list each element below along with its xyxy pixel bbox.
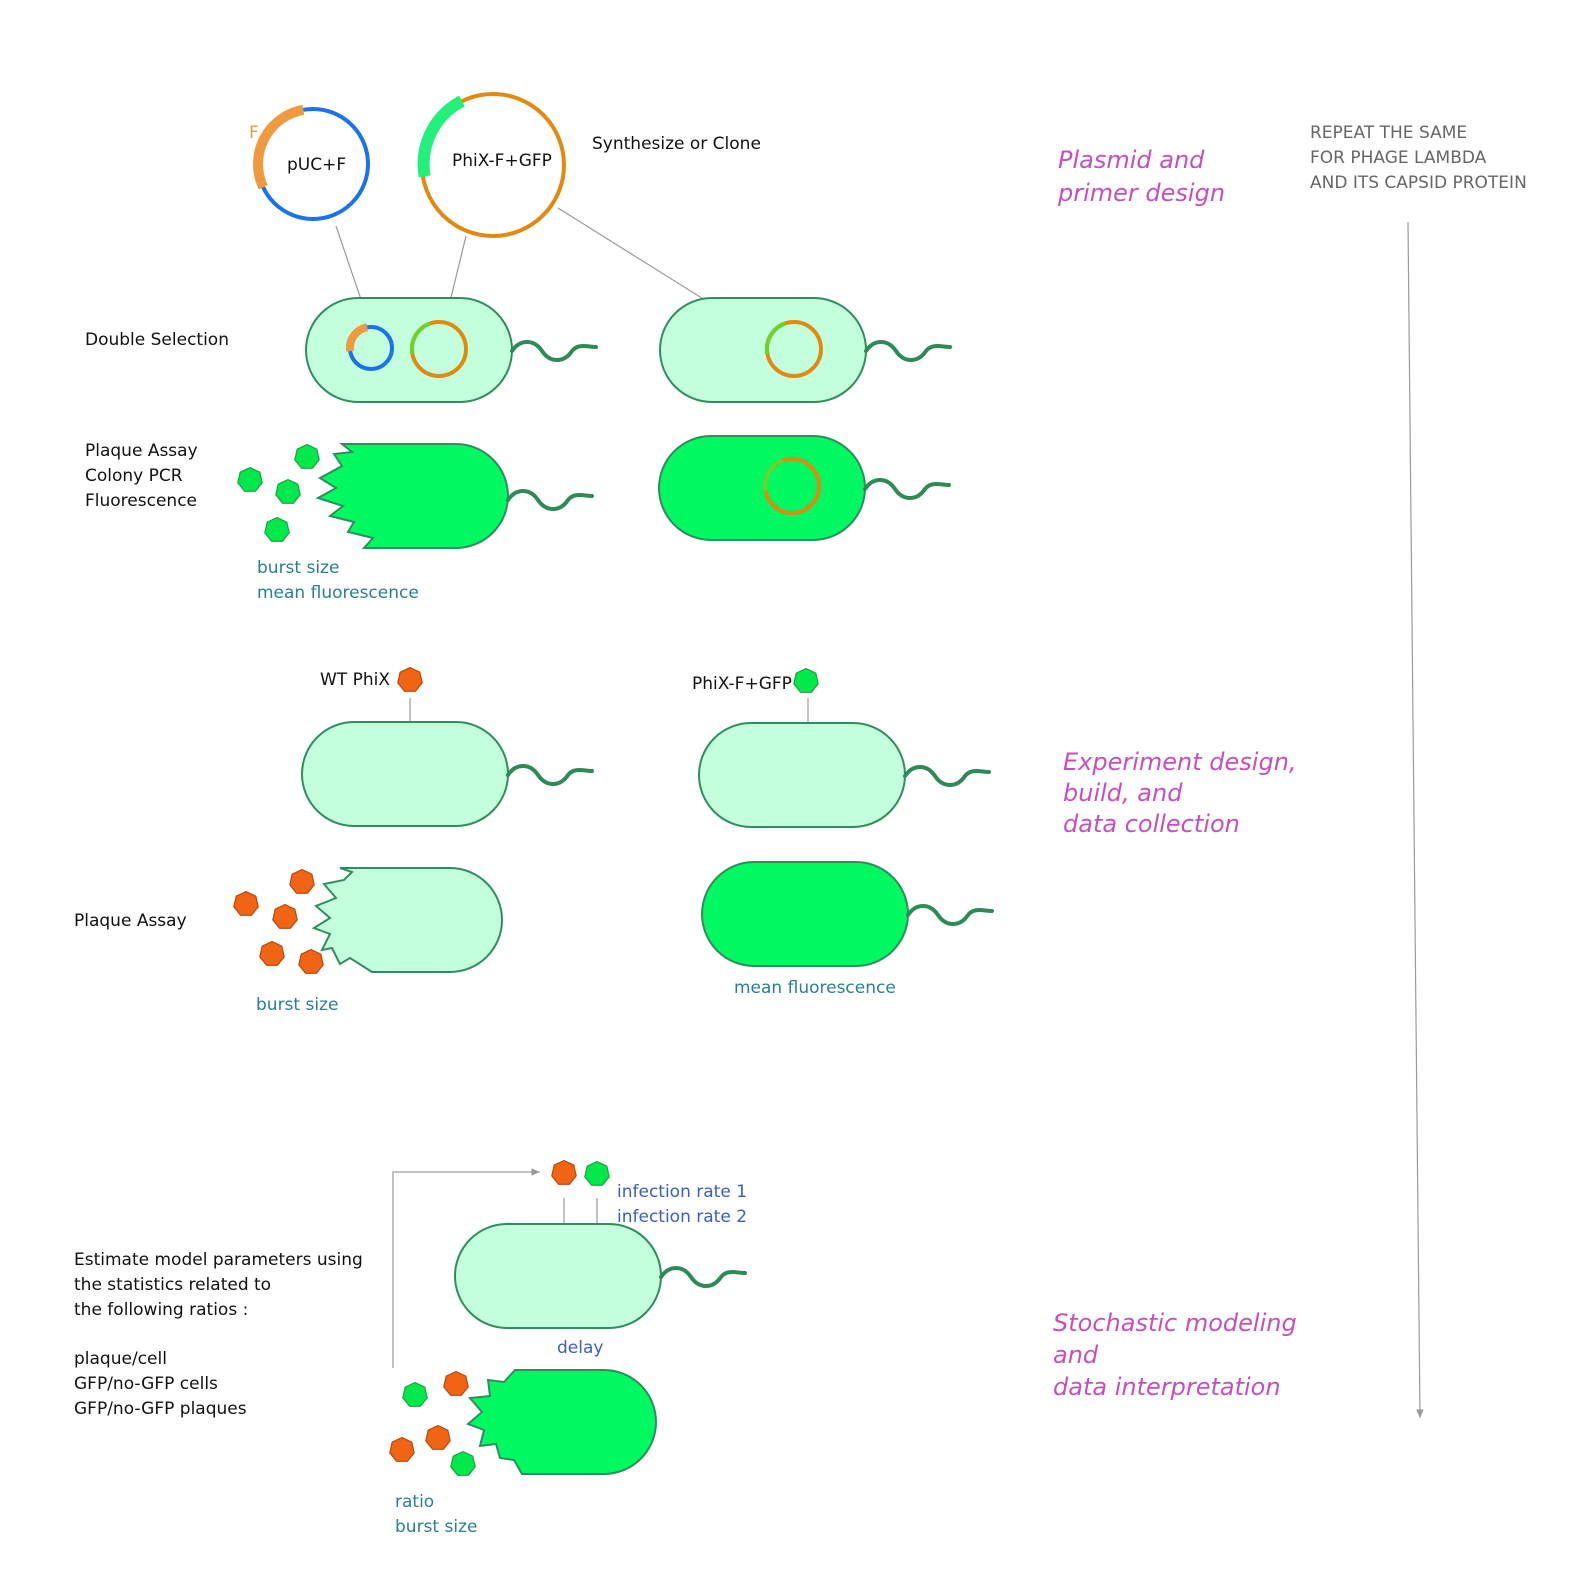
timeline-arrow xyxy=(1407,221,1424,1419)
lysed-cell-model xyxy=(466,1369,657,1475)
puc-label: pUC+F xyxy=(287,155,346,175)
gfp-segment-icon xyxy=(764,321,786,355)
puc-plasmid: F pUC+F xyxy=(249,104,370,221)
f-segment-icon xyxy=(345,323,369,352)
phage-icon xyxy=(402,1381,428,1407)
bacterium-cell-icon xyxy=(466,1369,657,1475)
cell-double-plasmid xyxy=(305,297,598,403)
phix-label: PhiX-F+GFP xyxy=(452,151,552,171)
phage-icon xyxy=(397,666,423,692)
stage-modeling: Stochastic modeling and data interpretat… xyxy=(1053,1309,1304,1401)
phage-icon xyxy=(443,1370,469,1396)
flagellum-icon xyxy=(864,340,952,362)
wt-phix-label: WT PhiX xyxy=(320,670,390,690)
bacterium-cell-icon xyxy=(305,297,513,403)
flagellum-icon xyxy=(510,340,598,362)
final-measurements: ratio burst size xyxy=(395,1492,477,1537)
phage-icon xyxy=(294,443,320,469)
phage-icon xyxy=(551,1159,577,1185)
infection-rates: infection rate 1 infection rate 2 xyxy=(617,1182,752,1227)
f-segment-icon xyxy=(253,104,305,190)
plaque-assay-label: Plaque Assay xyxy=(74,911,187,931)
gfp-segment-icon xyxy=(762,458,784,492)
phage-icon xyxy=(264,516,290,542)
host-cell-gfp xyxy=(698,722,991,828)
phage-icon xyxy=(450,1450,476,1476)
gfp-mean-fluorescence: mean fluorescence xyxy=(734,978,896,998)
bacterium-cell-icon xyxy=(698,722,906,828)
flagellum-icon xyxy=(906,904,994,926)
bacterium-cell-icon xyxy=(301,721,509,827)
puc-marker: F xyxy=(249,123,259,143)
phage-icon xyxy=(275,478,301,504)
phage-icon xyxy=(272,903,298,929)
gfp-segment-icon xyxy=(417,95,465,178)
phage-icon xyxy=(389,1436,415,1462)
phage-icon xyxy=(233,890,259,916)
bacterium-cell-icon xyxy=(658,435,866,541)
phage-icon xyxy=(298,948,324,974)
infecting-phages xyxy=(551,1159,610,1186)
flagellum-icon xyxy=(506,489,594,511)
bacterium-cell-icon xyxy=(659,297,867,403)
phage-icon xyxy=(289,868,315,894)
gfp-segment-icon xyxy=(409,321,431,355)
phage-icon xyxy=(397,666,423,692)
released-phages-wt xyxy=(233,868,324,974)
flagellum-icon xyxy=(659,1266,747,1288)
ratio-list: plaque/cell GFP/no-GFP cells GFP/no-GFP … xyxy=(74,1349,247,1419)
top-measurements: burst size mean fluorescence xyxy=(257,558,419,603)
gfp-phix-label: PhiX-F+GFP xyxy=(692,674,792,694)
stage-plasmid-design: Plasmid and primer design xyxy=(1057,146,1225,207)
bacterium-cell-icon xyxy=(454,1223,662,1329)
stage-experiment: Experiment design, build, and data colle… xyxy=(1063,748,1304,838)
phage-icon xyxy=(584,1160,610,1186)
host-cell-wt xyxy=(301,721,594,827)
assays-label: Plaque Assay Colony PCR Fluorescence xyxy=(85,441,203,511)
bacterium-cell-icon xyxy=(311,867,503,973)
phage-icon xyxy=(237,466,263,492)
released-phages-gfp xyxy=(237,443,320,542)
cell-phix-plasmid xyxy=(659,297,952,403)
bacterium-cell-icon xyxy=(701,861,909,967)
lysed-cell-wt xyxy=(311,867,503,973)
bacterium-cell-icon xyxy=(315,443,509,549)
flagellum-icon xyxy=(506,764,594,786)
flagellum-icon xyxy=(863,478,951,500)
host-cell-model xyxy=(454,1223,747,1329)
released-phages-model xyxy=(389,1370,476,1476)
phage-icon xyxy=(793,667,819,693)
phage-icon xyxy=(425,1424,451,1450)
flagellum-icon xyxy=(903,765,991,787)
phage-icon xyxy=(259,940,285,966)
repeat-note: REPEAT THE SAME FOR PHAGE LAMBDA AND ITS… xyxy=(1310,123,1527,193)
estimate-text: Estimate model parameters using the stat… xyxy=(74,1250,368,1320)
double-selection-label: Double Selection xyxy=(85,330,229,350)
phage-icon xyxy=(793,667,819,693)
wt-burst-size: burst size xyxy=(256,995,338,1015)
synthesize-label: Synthesize or Clone xyxy=(592,134,761,154)
fluorescent-cell xyxy=(658,435,951,541)
delay-label: delay xyxy=(557,1338,603,1358)
phix-plasmid: PhiX-F+GFP xyxy=(417,92,566,238)
fluorescent-host-cell xyxy=(701,861,994,967)
lysed-cell-gfp xyxy=(315,443,594,549)
feedback-arrow xyxy=(392,1168,540,1368)
